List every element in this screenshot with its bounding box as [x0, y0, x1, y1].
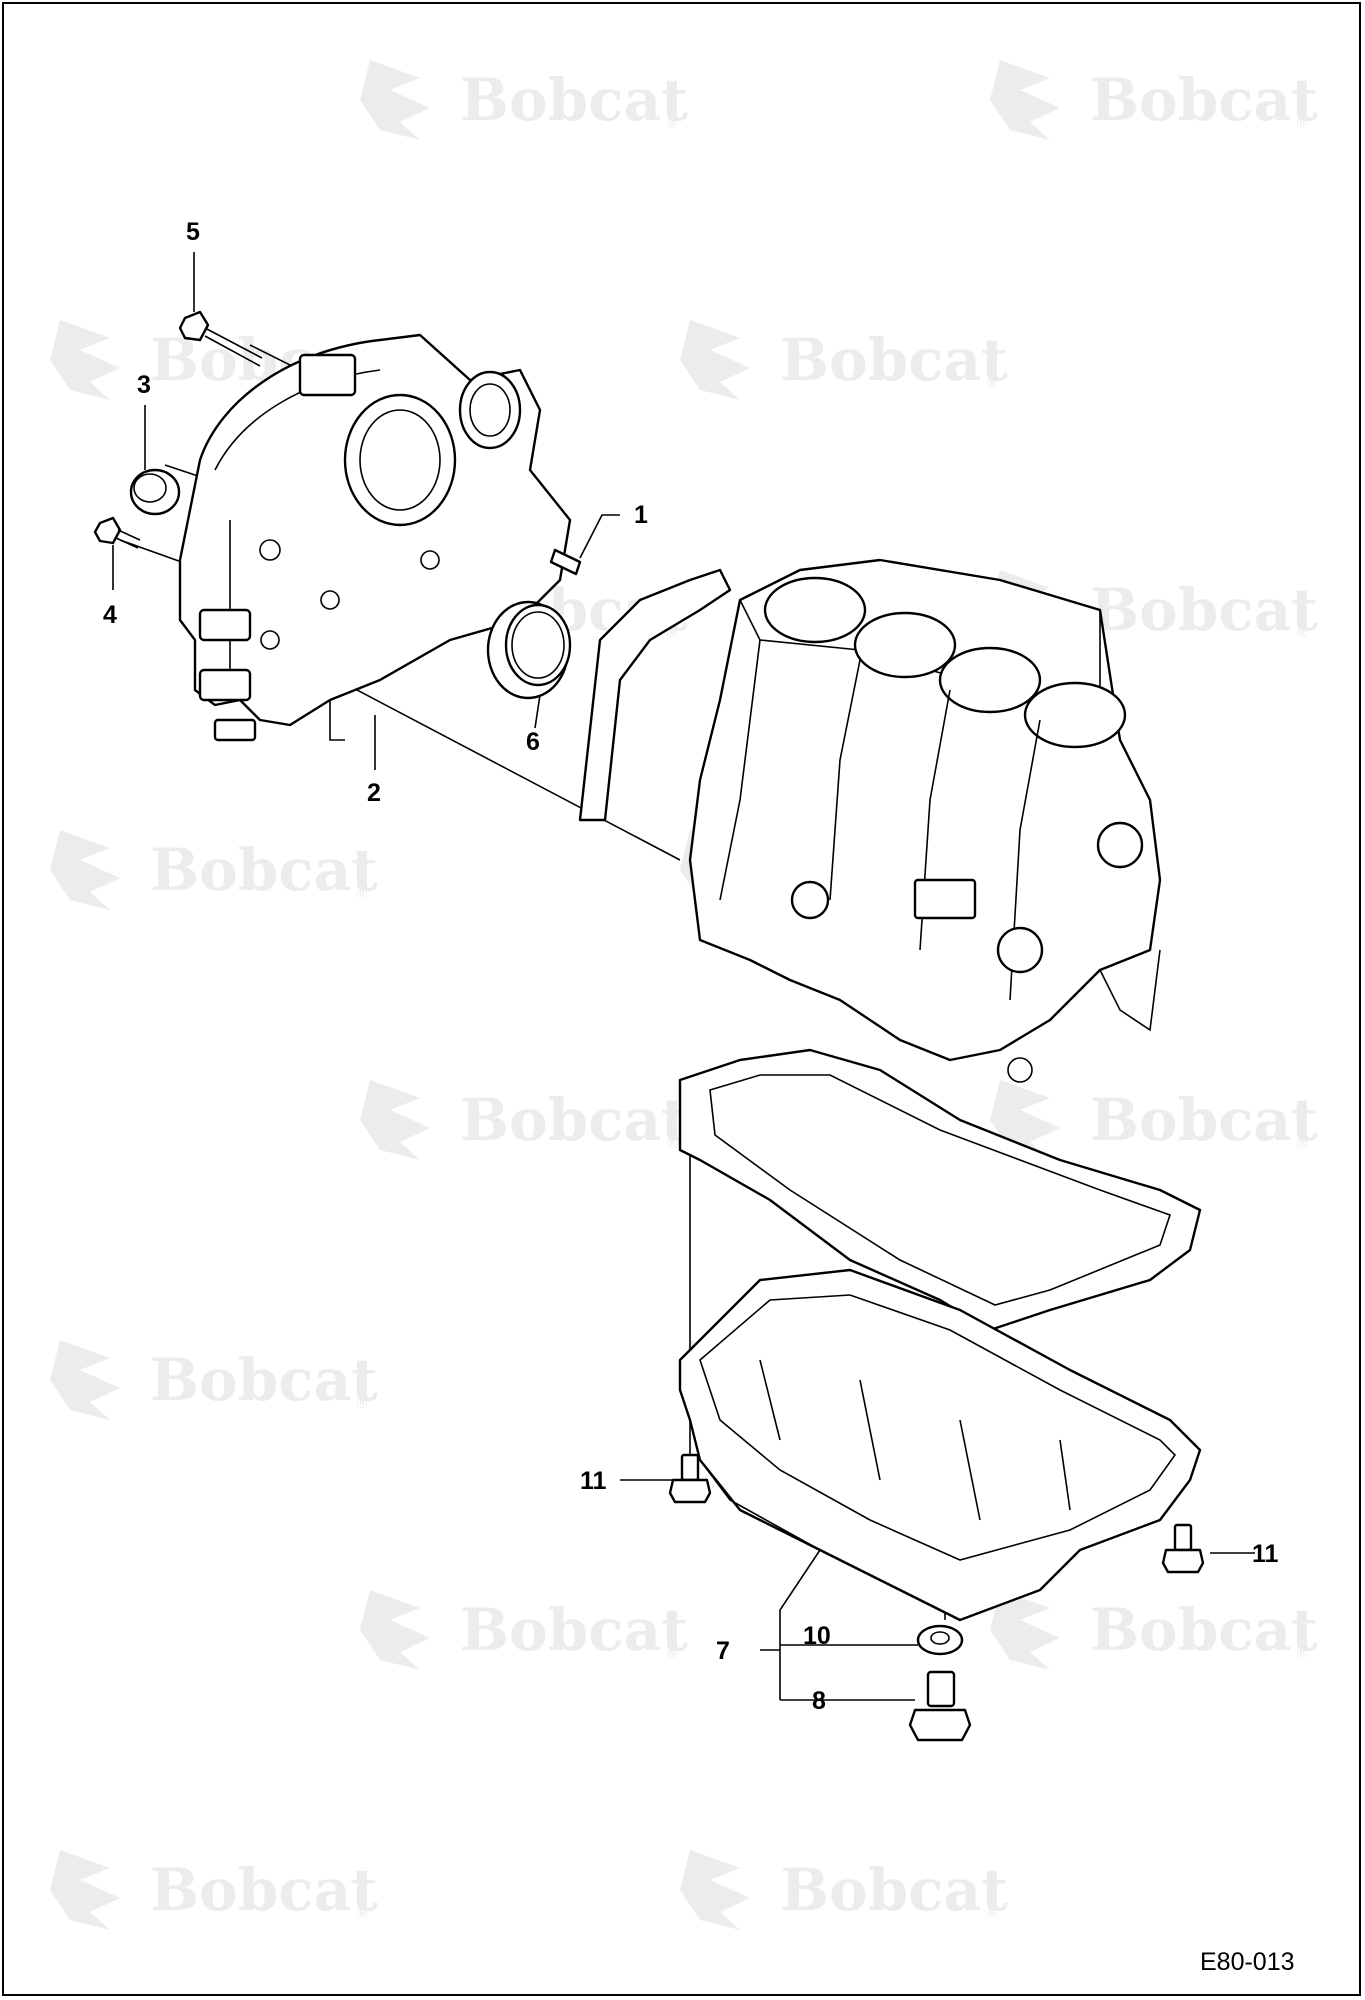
- watermark-text: Bobcat: [1090, 66, 1318, 134]
- watermark-text: Bobcat: [1090, 576, 1318, 644]
- dowel-pin: [549, 548, 582, 576]
- rear-plate-gasket: [578, 568, 732, 822]
- watermark-text: Bobcat: [460, 1596, 688, 1664]
- watermark-text: Bobcat: [460, 66, 688, 134]
- watermark-text: Bobcat: [1090, 1596, 1318, 1664]
- watermark-text: Bobcat: [1090, 1086, 1318, 1154]
- oil-seal: [486, 600, 572, 700]
- oil-pan-gasket: [678, 1048, 1202, 1332]
- watermark-mark: ®: [355, 1906, 369, 1922]
- watermark: Bobcat®: [990, 60, 1318, 140]
- watermarks: Bobcat® Bobcat® Bobcat® Bobcat® Bobcat® …: [50, 60, 1318, 1930]
- callout-11-left: 11: [580, 1467, 607, 1495]
- long-bolt: [178, 310, 263, 367]
- watermark-mark: ®: [1295, 116, 1309, 132]
- watermark: Bobcat®: [360, 60, 688, 140]
- watermark: Bobcat®: [360, 1080, 688, 1160]
- watermark-mark: ®: [1295, 626, 1309, 642]
- callout-4: 4: [103, 601, 117, 629]
- callout-1: 1: [634, 501, 648, 529]
- watermark-mark: ®: [985, 376, 999, 392]
- plug: [129, 468, 181, 516]
- watermark-mark: ®: [355, 1396, 369, 1412]
- callout-3: 3: [137, 371, 151, 399]
- drain-plug: [908, 1670, 972, 1742]
- oil-pan: [678, 1268, 1202, 1622]
- pan-bolt-right: [1161, 1523, 1205, 1574]
- watermark: Bobcat®: [990, 1590, 1318, 1670]
- watermark-mark: ®: [665, 116, 679, 132]
- callout-2: 2: [367, 779, 381, 807]
- watermark: Bobcat®: [680, 1850, 1008, 1930]
- watermark: Bobcat®: [50, 1340, 378, 1420]
- watermark-mark: ®: [1295, 1136, 1309, 1152]
- watermark-text: Bobcat: [150, 836, 378, 904]
- watermark: Bobcat®: [680, 320, 1008, 400]
- callout-7: 7: [716, 1637, 730, 1665]
- callout-10: 10: [803, 1622, 831, 1650]
- callout-5: 5: [186, 218, 200, 246]
- drain-washer: [916, 1624, 964, 1656]
- watermark: Bobcat®: [50, 830, 378, 910]
- watermark-mark: ®: [665, 1646, 679, 1662]
- watermark-mark: ®: [665, 1136, 679, 1152]
- pan-bolt-left: [668, 1453, 712, 1504]
- leader-lines: [112, 252, 1255, 1701]
- flywheel-housing: [178, 333, 572, 742]
- watermark-text: Bobcat: [150, 1346, 378, 1414]
- callout-8: 8: [812, 1687, 826, 1715]
- watermark-mark: ®: [985, 1906, 999, 1922]
- callout-11-right: 11: [1252, 1540, 1279, 1568]
- engine-block: [688, 558, 1162, 1083]
- watermark-text: Bobcat: [460, 1086, 688, 1154]
- callout-6: 6: [526, 728, 540, 756]
- watermark-text: Bobcat: [780, 1856, 1008, 1924]
- watermark: Bobcat®: [360, 1590, 688, 1670]
- watermark-mark: ®: [1295, 1646, 1309, 1662]
- watermark-text: Bobcat: [150, 1856, 378, 1924]
- short-bolt: [93, 516, 141, 549]
- watermark: Bobcat®: [50, 1850, 378, 1930]
- watermark: Bobcat®: [990, 1080, 1318, 1160]
- watermark-mark: ®: [355, 886, 369, 902]
- figure-reference: E80-013: [1200, 1948, 1295, 1976]
- watermark-text: Bobcat: [780, 326, 1008, 394]
